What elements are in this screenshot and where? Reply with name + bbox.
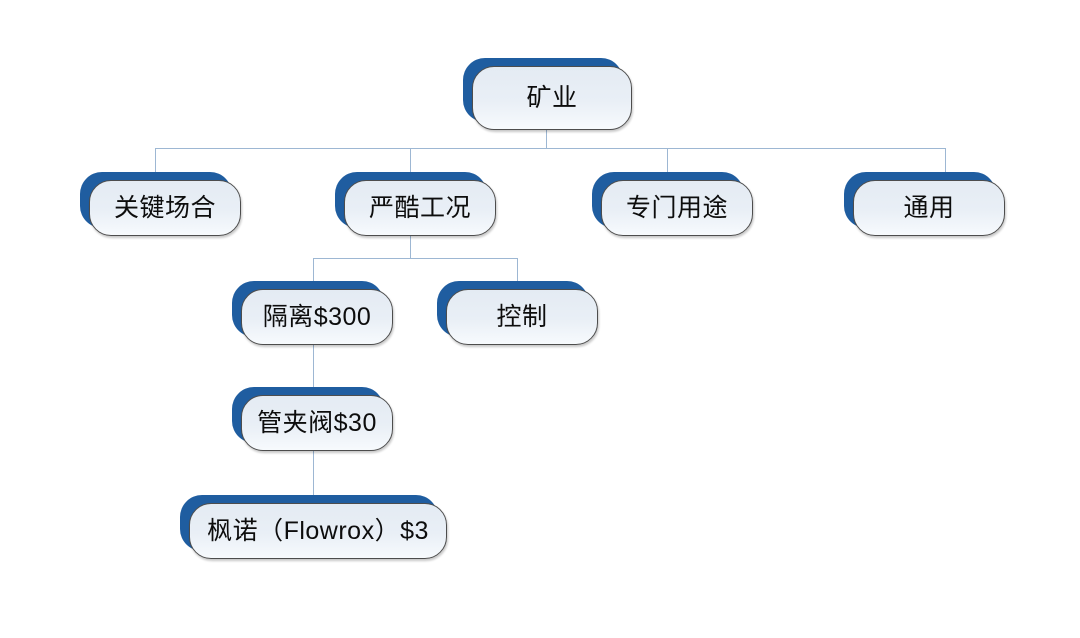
connector-drop-isolate [313,258,314,283]
connector-drop-severe [410,148,411,174]
node-label: 矿业 [526,83,578,112]
node-face: 隔离$300 [241,289,393,345]
node-severe[interactable]: 严酷工况 [335,172,496,236]
node-face: 严酷工况 [344,180,496,236]
connector-drop-general [945,148,946,174]
node-label: 通用 [903,193,955,222]
node-label: 隔离$300 [262,302,372,331]
node-face: 矿业 [472,66,632,130]
node-critical[interactable]: 关键场合 [80,172,241,236]
node-face: 专门用途 [601,180,753,236]
node-isolate[interactable]: 隔离$300 [232,281,393,345]
connector-drop-control [517,258,518,283]
node-label: 严酷工况 [368,193,471,222]
node-label: 管夹阀$30 [257,408,377,437]
connector-drop-critical [155,148,156,174]
node-control[interactable]: 控制 [437,281,598,345]
node-pinch[interactable]: 管夹阀$30 [232,387,393,451]
node-label: 控制 [496,302,548,331]
connector-severe-stub [410,233,411,258]
node-face: 控制 [446,289,598,345]
node-label: 专门用途 [625,193,728,222]
node-label: 关键场合 [113,193,216,222]
connector-isolate-pinch [313,341,314,389]
node-root[interactable]: 矿业 [463,58,632,130]
node-face: 管夹阀$30 [241,395,393,451]
connector-drop-special [667,148,668,174]
connector-pinch-flowrox [313,447,314,497]
node-flowrox[interactable]: 枫诺（Flowrox）$3 [180,495,447,559]
connector-root-stub [546,125,547,149]
connector-bus-level2 [313,258,518,259]
node-special[interactable]: 专门用途 [592,172,753,236]
node-face: 通用 [853,180,1005,236]
node-general[interactable]: 通用 [844,172,1005,236]
node-label: 枫诺（Flowrox）$3 [207,516,429,545]
node-face: 枫诺（Flowrox）$3 [189,503,447,559]
connector-bus-level1 [155,148,946,149]
node-face: 关键场合 [89,180,241,236]
